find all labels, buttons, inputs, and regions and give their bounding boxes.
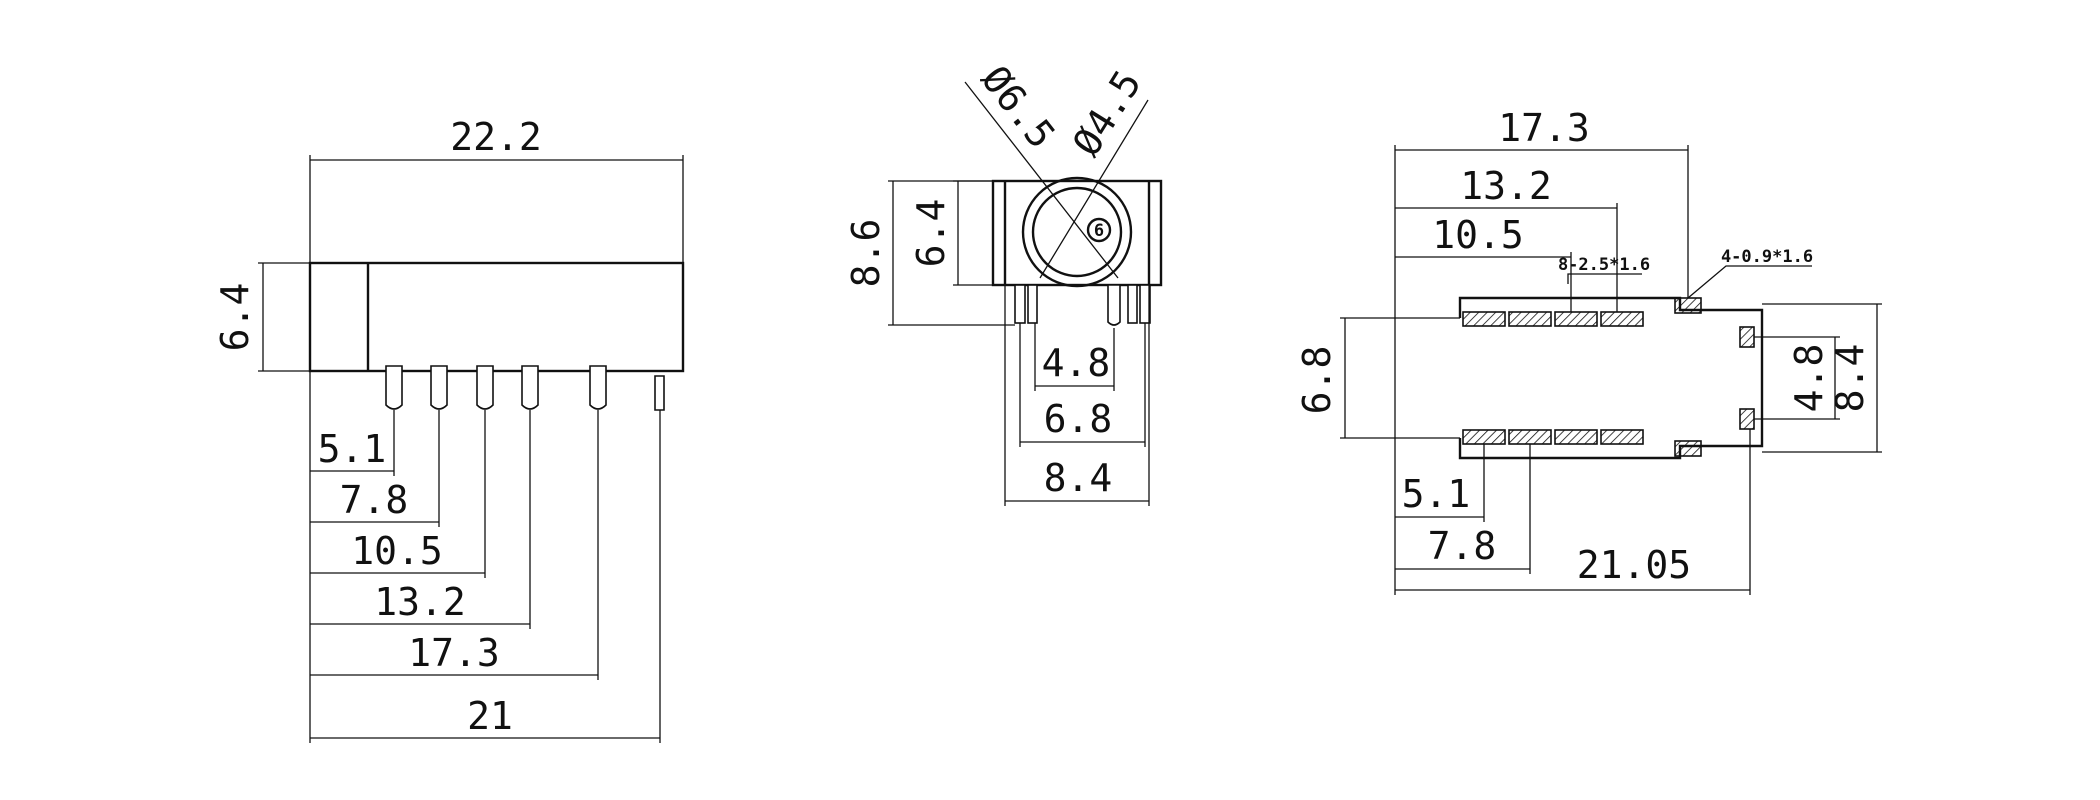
side-pin-offset-label: 7.8: [340, 478, 409, 522]
side-pin-offset-label: 5.1: [318, 427, 387, 471]
front-view: 6: [844, 57, 1163, 506]
side-view-dimension-lines: [262, 159, 683, 739]
side-view: 22.2 6.4 5.1 7.8 10.5 13.2 17.3 21: [213, 115, 685, 743]
front-view-dimension-lines: [892, 181, 1149, 502]
small-pad: [1674, 297, 1702, 314]
front-view-body: [991, 179, 1163, 287]
side-view-extension-lines: [258, 155, 684, 743]
side-pin-offset-label: 17.3: [408, 631, 500, 675]
front-width-label: 4.8: [1042, 341, 1111, 385]
front-pin: [1014, 284, 1026, 324]
footprint-outline: [1458, 296, 1764, 460]
footprint-bottom-dim-label: 5.1: [1402, 472, 1471, 516]
footprint-large-pads: [1462, 311, 1644, 445]
front-hole-marker-label: 6: [1094, 221, 1104, 241]
large-pad: [1554, 311, 1598, 327]
footprint-view: 17.3 13.2 10.5 8-2.5*1.6 4-0.9*1.6 6.8 4…: [1295, 106, 1882, 595]
small-pad: [1674, 440, 1702, 457]
footprint-dimension-lines: [1344, 149, 1878, 591]
side-pin: [430, 365, 448, 410]
front-pin: [1107, 284, 1121, 326]
front-pin: [1127, 284, 1138, 324]
footprint-bottom-dim-label: 7.8: [1428, 524, 1497, 568]
front-diameter-leader: [964, 81, 1119, 279]
small-pad-note: 4-0.9*1.6: [1721, 247, 1813, 267]
side-view-body: [308, 261, 685, 373]
front-pin: [1027, 284, 1038, 324]
large-pad: [1600, 429, 1644, 445]
front-width-label: 6.8: [1044, 397, 1113, 441]
front-inner-diameter-label: Ø4.5: [1064, 63, 1150, 164]
footprint-bottom-dim-label: 21.05: [1577, 543, 1691, 587]
front-inner-ring: [1031, 186, 1123, 278]
footprint-right-outer-label: 8.4: [1828, 344, 1872, 413]
front-outer-ring: [1021, 176, 1133, 288]
small-pad: [1739, 326, 1755, 348]
front-view-extension-lines: [888, 180, 1150, 506]
footprint-left-height-label: 6.8: [1295, 346, 1339, 415]
large-pad: [1554, 429, 1598, 445]
front-view-pins: [1014, 284, 1151, 326]
large-pad-leader: [1567, 273, 1642, 284]
large-pad-note: 8-2.5*1.6: [1558, 255, 1650, 275]
side-pin-offset-label: 13.2: [374, 580, 466, 624]
footprint-small-pads: [1674, 297, 1755, 457]
large-pad: [1600, 311, 1644, 327]
large-pad: [1462, 429, 1506, 445]
large-pad: [1508, 429, 1552, 445]
footprint-top-dim-label: 13.2: [1460, 164, 1552, 208]
side-pin-offset-label: 10.5: [351, 529, 443, 573]
small-pad-leader: [1687, 265, 1812, 299]
front-hole-marker: [1086, 217, 1112, 243]
side-body-height-label: 6.4: [213, 283, 257, 352]
large-pad: [1508, 311, 1552, 327]
footprint-extension-lines: [1340, 145, 1882, 595]
front-body-height-label: 6.4: [909, 199, 953, 268]
side-pin: [476, 365, 494, 410]
footprint-right-inner-label: 4.8: [1787, 344, 1831, 413]
side-pin: [521, 365, 539, 410]
front-outer-diameter-label: Ø6.5: [973, 57, 1064, 156]
side-view-pins: [385, 365, 665, 411]
front-diameter-leader: [1039, 99, 1149, 279]
footprint-top-dim-label: 17.3: [1498, 106, 1590, 150]
side-pin: [385, 365, 403, 410]
footprint-top-dim-label: 10.5: [1432, 213, 1524, 257]
large-pad: [1462, 311, 1506, 327]
small-pad: [1739, 408, 1755, 430]
side-pin: [589, 365, 607, 410]
front-total-height-label: 8.6: [844, 219, 888, 288]
side-overall-length-label: 22.2: [450, 115, 542, 159]
front-width-label: 8.4: [1044, 456, 1113, 500]
side-pin: [654, 375, 665, 411]
side-pin-offset-label: 21: [467, 694, 513, 738]
